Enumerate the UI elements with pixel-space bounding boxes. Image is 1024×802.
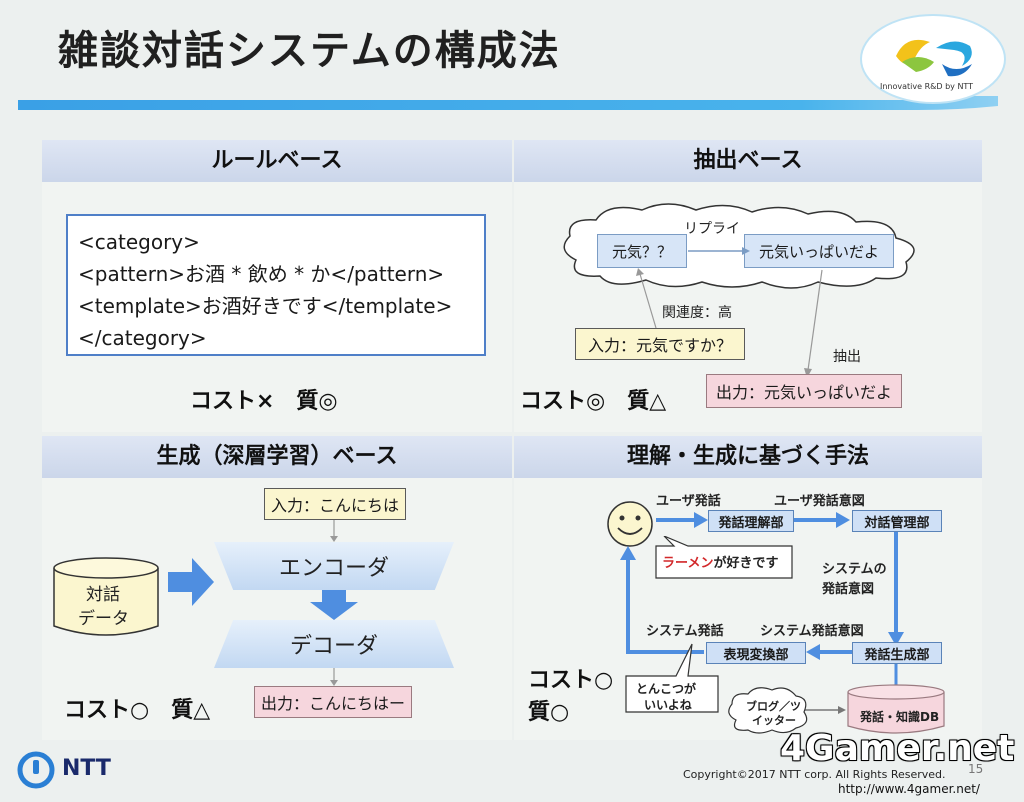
utterance-understanding-unit: 発話理解部 — [708, 510, 794, 532]
dialogue-data-line1: 対話 — [86, 585, 120, 605]
cost-understanding-line2: 質○ — [528, 700, 570, 725]
generation-arrows — [168, 520, 358, 686]
relevance-label: 関連度：高 — [662, 305, 732, 321]
system-speech-bubble-shape — [625, 643, 719, 713]
extraction-output-box: 出力：元気いっぱいだよ — [706, 374, 902, 408]
footer-brand: NTT — [62, 756, 111, 781]
watermark-url: http://www.4gamer.net/ — [838, 782, 980, 796]
cost-quality-extraction: コスト◎ 質△ — [520, 389, 667, 414]
expression-conversion-unit: 表現変換部 — [706, 642, 806, 664]
generation-input-box: 入力：こんにちは — [264, 488, 406, 520]
copyright-text: Copyright©2017 NTT corp. All Rights Rese… — [683, 768, 946, 781]
knowledge-db-label: 発話・知識DB — [860, 710, 940, 724]
logo-caption: Innovative R&D by NTT — [880, 82, 974, 91]
knowledge-db-cylinder — [847, 684, 945, 734]
code-line: <pattern>お酒 * 飲め * か</pattern> — [78, 262, 445, 286]
system-bubble-line1: とんこつが — [636, 682, 697, 696]
generation-output-box: 出力：こんにちはー — [254, 686, 412, 718]
system-intent-label: システム発話意図 — [760, 624, 864, 639]
blog-cloud-line1: ブログ／ツ — [746, 700, 801, 713]
header-extraction-based: 抽出ベース — [514, 140, 982, 182]
system-intent-label-1: システムの — [822, 562, 887, 577]
header-understanding-based: 理解・生成に基づく手法 — [514, 436, 982, 478]
code-line: <category> — [78, 230, 200, 254]
header-generation-based: 生成（深層学習）ベース — [42, 436, 512, 478]
ntt-footer-logo-icon — [17, 751, 55, 789]
dialogue-manager-unit: 対話管理部 — [852, 510, 942, 532]
header-rule-based: ルールベース — [42, 140, 512, 182]
code-line: <template>お酒好きです</template> — [78, 294, 453, 318]
decoder-block: デコーダ — [214, 620, 454, 668]
title-underline — [18, 96, 998, 110]
encoder-block: エンコーダ — [214, 542, 454, 590]
system-bubble-line2: いいよね — [644, 698, 692, 712]
user-speech-bubble-shape — [655, 536, 793, 579]
system-intent-label-2: 発話意図 — [822, 582, 875, 597]
blog-cloud-line2: イッター — [752, 714, 796, 727]
dialogue-data-line2: データ — [78, 609, 129, 629]
extract-label: 抽出 — [833, 349, 861, 365]
dialogue-data-cylinder — [53, 557, 159, 636]
user-speech-bubble: ラーメンが好きです — [662, 552, 779, 571]
code-line: </category> — [78, 326, 207, 350]
extraction-input-box: 入力：元気ですか？ — [575, 328, 745, 360]
cost-quality-rule: コスト× 質◎ — [190, 389, 338, 414]
node-genki: 元気？？ — [597, 234, 687, 268]
user-intent-label: ユーザ発話意図 — [774, 494, 865, 509]
ntt-logo: Innovative R&D by NTT — [858, 12, 1008, 107]
reply-label: リプライ — [684, 221, 740, 237]
aiml-code-box: <category> <pattern>お酒 * 飲め * か</pattern… — [66, 214, 486, 356]
watermark-4gamer: 4Gamer.net — [780, 728, 1015, 769]
page-number: 15 — [968, 762, 984, 776]
node-genki-ippai: 元気いっぱいだよ — [744, 234, 894, 268]
slide-title: 雑談対話システムの構成法 — [58, 28, 561, 74]
bubble-rest: が好きです — [713, 556, 779, 571]
user-utterance-label: ユーザ発話 — [656, 494, 721, 509]
extraction-arrows — [636, 247, 823, 378]
cost-quality-generation: コスト○ 質△ — [64, 698, 211, 723]
utterance-generation-unit: 発話生成部 — [852, 642, 942, 664]
blog-twitter-cloud — [728, 687, 808, 734]
cost-understanding-line1: コスト○ — [528, 668, 614, 693]
system-utterance-label: システム発話 — [646, 624, 724, 639]
ntt-logo-mark — [860, 14, 1006, 104]
bubble-highlight-word: ラーメン — [662, 556, 714, 571]
